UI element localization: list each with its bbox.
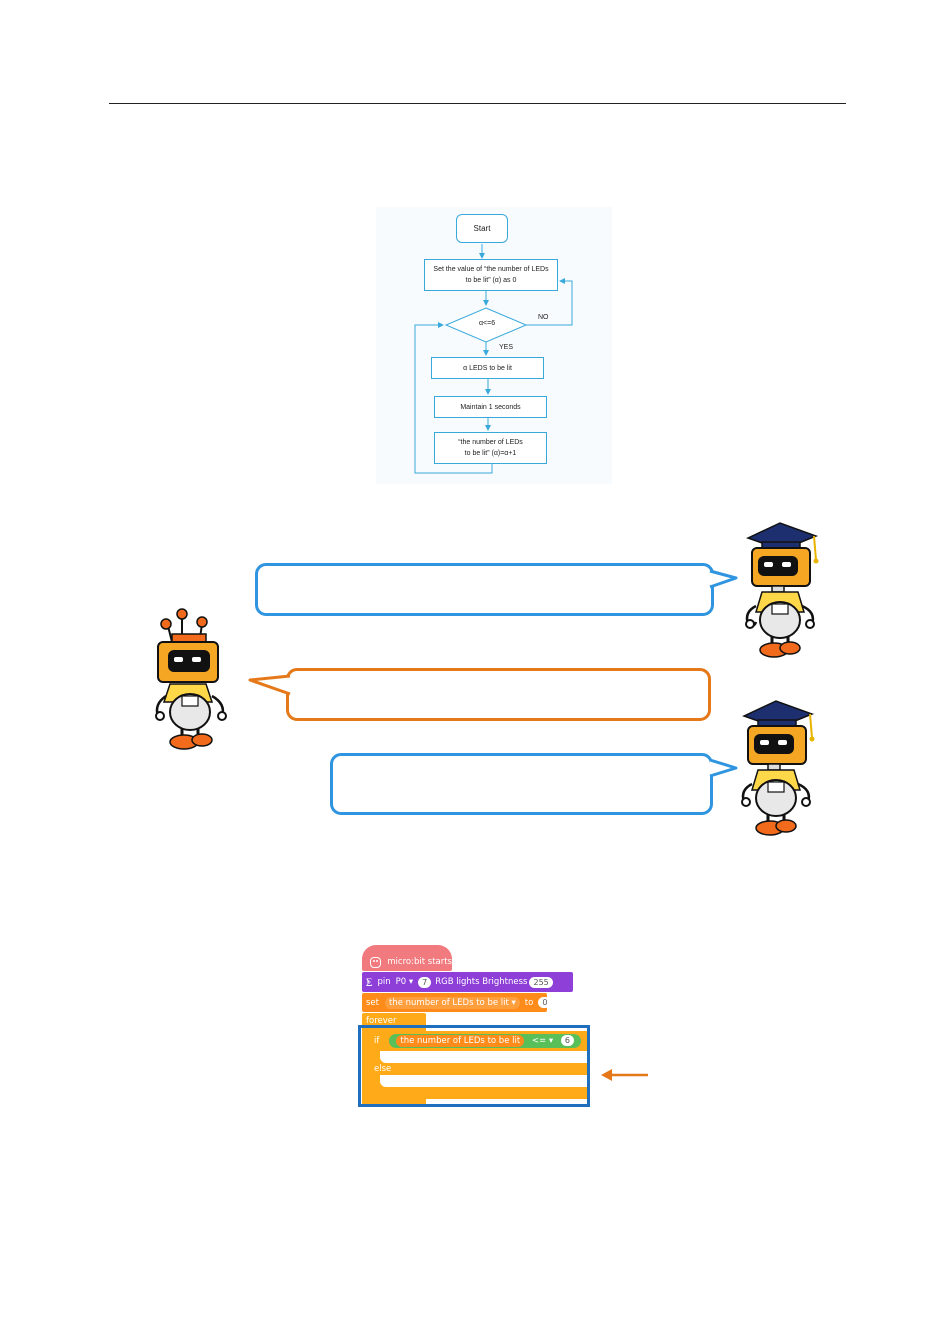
speech-bubble-student [286, 668, 711, 721]
condition-value[interactable]: 6 [560, 1035, 574, 1046]
flow-start: Start [456, 214, 508, 243]
if-slot[interactable] [380, 1051, 590, 1063]
if-slot-arm [370, 1051, 380, 1063]
header-rule [109, 103, 846, 104]
condition-variable[interactable]: the number of LEDs to be lit [396, 1035, 525, 1047]
else-slot-arm [370, 1075, 380, 1087]
else-block[interactable]: else [370, 1063, 590, 1075]
forever-label: forever [366, 1016, 397, 1026]
flow-init-line1: Set the value of “the number of LEDs [433, 266, 549, 273]
if-else-highlight-box [358, 1025, 590, 1107]
speech-bubble-teacher-1 [255, 563, 714, 616]
then-word: then [588, 1036, 609, 1046]
condition-block[interactable]: the number of LEDs to be lit <= ▾ 6 [389, 1034, 581, 1048]
pin-dropdown[interactable]: P0 ▾ [395, 977, 414, 987]
set-variable-dropdown[interactable]: the number of LEDs to be lit ▾ [385, 996, 520, 1009]
if-block[interactable]: if the number of LEDs to be lit <= ▾ 6 t… [370, 1031, 608, 1051]
condition-operator[interactable]: <= ▾ [531, 1036, 554, 1046]
flow-condition: α<=6 [479, 320, 496, 327]
flow-light-box: α LEDS to be lit [431, 357, 544, 379]
student-robot [155, 608, 227, 750]
flow-no-label: NO [538, 314, 549, 321]
if-block-bottom [370, 1087, 590, 1099]
microbit-icon [370, 956, 382, 968]
teacher-robot-2 [741, 700, 815, 836]
microbit-starts-block[interactable]: micro:bit starts [362, 945, 452, 971]
else-slot[interactable] [380, 1075, 590, 1087]
hat-label: micro:bit starts [387, 957, 452, 967]
no-loop-line [526, 278, 573, 326]
pointer-arrow-icon [601, 1069, 648, 1081]
antenna-icon [160, 608, 208, 643]
pin-word: pin [377, 977, 391, 987]
flow-increment-box: “the number of LEDs to be lit” (α)=α+1 [434, 432, 547, 464]
flow-incr-line2: to be lit” (α)=α+1 [464, 450, 517, 457]
bubble-tail-1 [709, 569, 738, 589]
flow-incr-line1: “the number of LEDs [458, 439, 523, 446]
else-word: else [374, 1064, 392, 1074]
code-blocks: micro:bit starts ⨊ pin P0 ▾ 7 RGB lights… [356, 945, 608, 1113]
flowchart: Start Set the value of “the number of LE… [376, 207, 612, 484]
speech-bubble-teacher-2 [330, 753, 713, 815]
rgb-led-icon: ⨊ [366, 976, 373, 988]
back-loop-line [414, 322, 493, 474]
to-word: to [524, 997, 534, 1008]
pin-rgb-block[interactable]: ⨊ pin P0 ▾ 7 RGB lights Brightness 255 [362, 972, 573, 992]
set-value-input[interactable]: 0 [538, 997, 552, 1008]
set-word: set [366, 997, 379, 1008]
flow-yes-label: YES [499, 344, 514, 351]
flow-wait-box: Maintain 1 seconds [434, 396, 547, 418]
rgb-label: RGB lights Brightness [435, 977, 528, 987]
pin-count-input[interactable]: 7 [418, 976, 432, 988]
if-word: if [374, 1036, 380, 1046]
brightness-input[interactable]: 255 [529, 976, 553, 988]
teacher-robot-1 [745, 522, 819, 658]
bubble-tail-2 [248, 674, 291, 696]
flow-init-line2: to be lit” (α) as 0 [465, 277, 517, 284]
bubble-tail-3 [709, 758, 738, 778]
flowchart-lines [414, 244, 573, 474]
flow-init-box: Set the value of “the number of LEDs to … [424, 259, 558, 291]
set-variable-block[interactable]: set the number of LEDs to be lit ▾ to 0 [362, 993, 552, 1012]
